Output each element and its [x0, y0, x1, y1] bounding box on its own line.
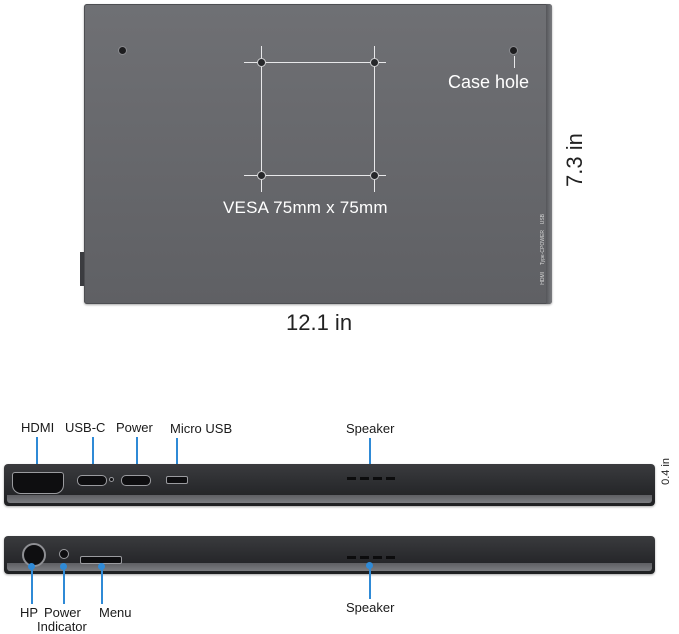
- hp-leader: [31, 566, 33, 604]
- side-view-ports: [4, 464, 655, 506]
- thickness-dimension: 0.4 in: [660, 458, 672, 485]
- power-indicator-label-line2: Indicator: [37, 619, 87, 634]
- speaker-grille-top: [347, 477, 395, 480]
- vesa-line-top: [244, 62, 386, 63]
- side-button-strip: [80, 252, 84, 286]
- micro-usb-label: Micro USB: [170, 421, 233, 436]
- case-hole-label: Case hole: [448, 72, 530, 92]
- speaker-grille-bottom: [347, 556, 395, 559]
- speaker-leader-bottom: [369, 565, 371, 599]
- vesa-line-bottom: [244, 175, 386, 176]
- speaker-leader-top: [369, 438, 371, 474]
- vesa-line-left: [261, 46, 262, 192]
- menu-leader: [101, 566, 103, 604]
- back-label-typec: Type-C: [540, 249, 546, 266]
- speaker-label-bottom: Speaker: [346, 600, 395, 615]
- vesa-label: VESA 75mm x 75mm: [223, 198, 388, 217]
- menu-label: Menu: [99, 605, 132, 620]
- side-bar-1-edge: [7, 495, 652, 503]
- hdmi-port: [12, 472, 64, 494]
- case-hole: [510, 47, 517, 54]
- hdmi-label: HDMI: [21, 420, 55, 435]
- power-leader: [136, 437, 138, 475]
- power-port: [121, 475, 151, 486]
- back-label-power: POWER: [540, 230, 546, 249]
- side-bar-2-edge: [7, 563, 652, 571]
- headphone-jack: [22, 543, 46, 567]
- vesa-screw-top-left: [258, 59, 265, 66]
- vesa-screw-bottom-left: [258, 172, 265, 179]
- speaker-label-top: Speaker: [346, 421, 395, 436]
- vesa-screw-top-right: [371, 59, 378, 66]
- width-dimension: 12.1 in: [286, 310, 353, 335]
- power-indicator-label-line1: Power: [44, 605, 81, 620]
- screw-hole-left: [119, 47, 126, 54]
- back-label-hdmi: HDMI: [540, 272, 546, 285]
- monitor-back-panel: HDMI Type-C POWER USB: [84, 4, 552, 304]
- power-indicator-leader: [63, 566, 65, 604]
- power-port-label: Power: [116, 420, 153, 435]
- usbc-port: [77, 475, 107, 486]
- case-hole-pointer: [514, 56, 515, 68]
- panel-edge: [546, 4, 552, 304]
- usbc-leader: [92, 437, 94, 475]
- usbc-label: USB-C: [65, 420, 106, 435]
- height-dimension: 7.3 in: [562, 133, 587, 187]
- hdmi-leader: [36, 437, 38, 475]
- micro-usb-port: [166, 476, 188, 484]
- vesa-screw-bottom-right: [371, 172, 378, 179]
- power-indicator-light: [59, 549, 69, 559]
- status-led: [109, 477, 114, 482]
- back-label-usb: USB: [540, 214, 546, 225]
- side-view-controls: [4, 536, 655, 574]
- micro-usb-leader: [176, 438, 178, 475]
- vesa-line-right: [374, 46, 375, 192]
- hp-label: HP: [20, 605, 39, 620]
